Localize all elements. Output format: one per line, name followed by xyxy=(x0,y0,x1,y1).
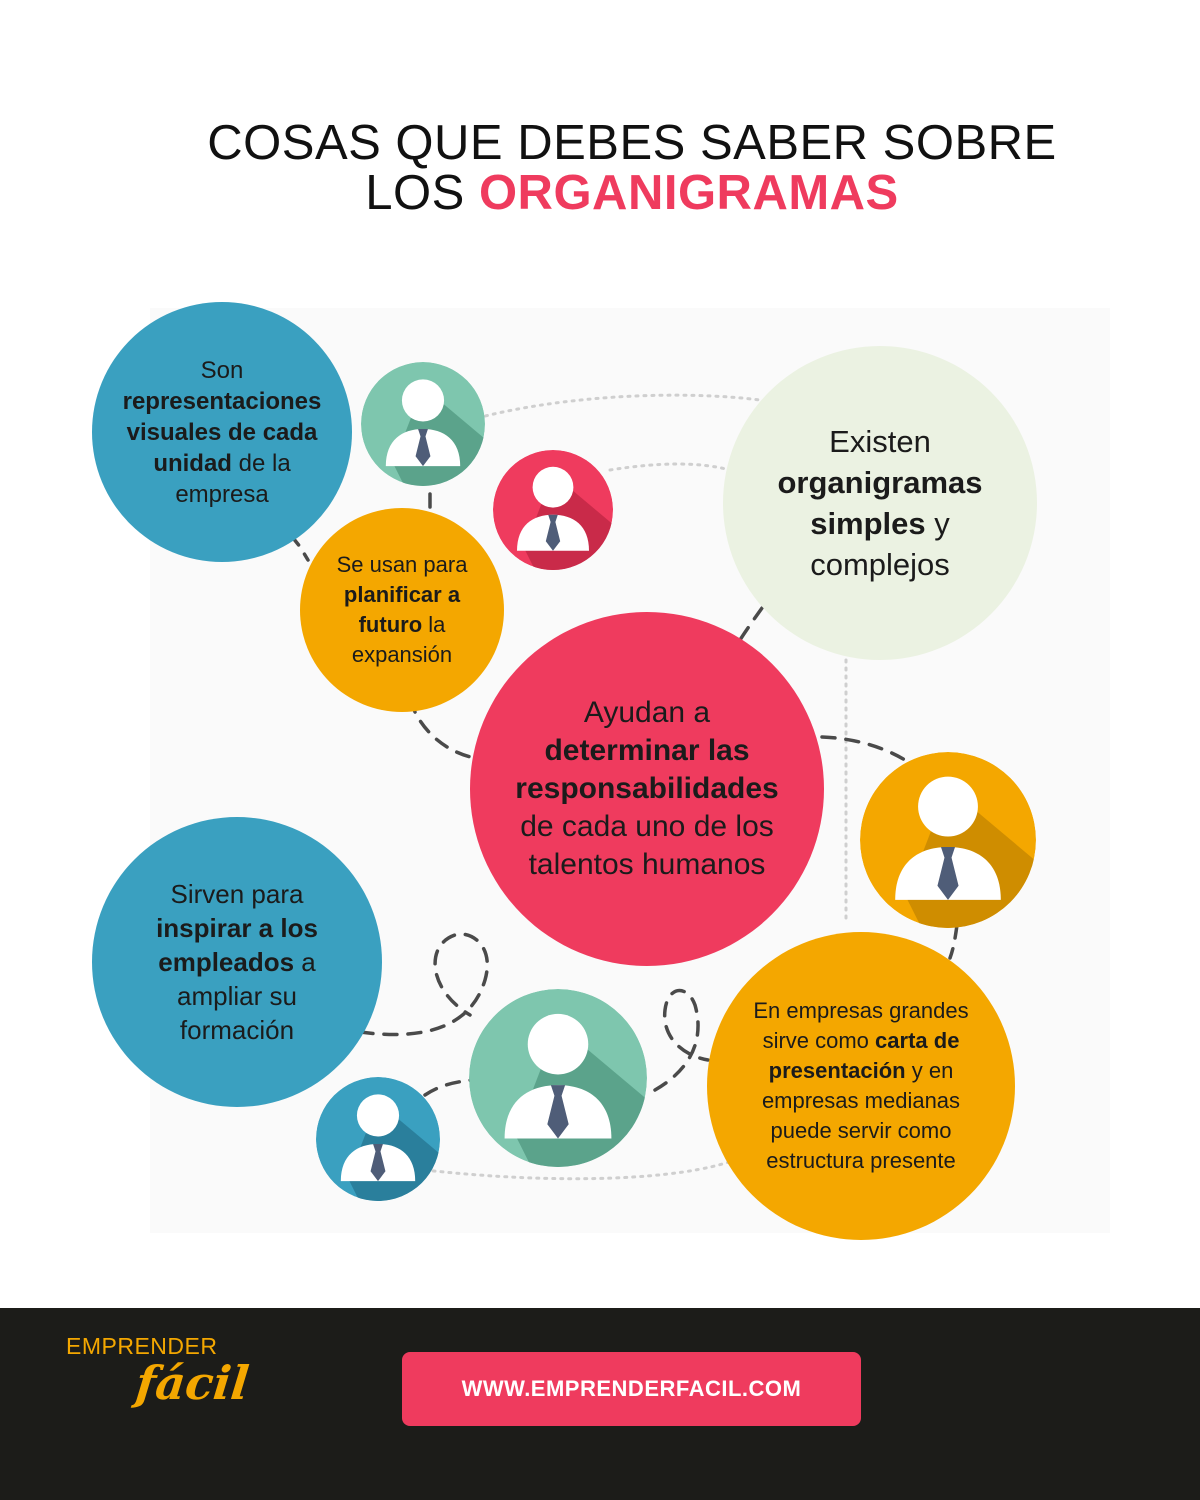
text-line: Sirven para xyxy=(170,879,304,909)
avatar-blue xyxy=(316,1077,440,1201)
text-line: Se usan para xyxy=(336,552,468,577)
bubble-inspirar: Sirven para inspirar a los empleados a a… xyxy=(92,817,382,1107)
dashed-connector-8 xyxy=(423,1078,474,1097)
person-with-tie-icon xyxy=(361,362,485,486)
dashed-connector-5 xyxy=(820,735,907,762)
text-line: empresas medianas xyxy=(761,1088,961,1113)
text-line-bold: responsabilidades xyxy=(515,772,779,805)
logo-wordmark-top: EMPRENDER xyxy=(66,1333,218,1359)
text-line: estructura presente xyxy=(766,1148,956,1173)
dotted-connector-bottom xyxy=(423,1158,737,1181)
text-plain: sirve como xyxy=(762,1028,876,1053)
dashed-connector-4 xyxy=(738,606,764,642)
text-line: expansión xyxy=(351,642,453,667)
avatar-orange-right xyxy=(860,752,1036,928)
text-line: puede servir como xyxy=(770,1118,952,1143)
text-line: formación xyxy=(179,1015,295,1045)
text-plain: y xyxy=(925,506,950,541)
avatar-pink xyxy=(493,450,613,570)
text-line: simples y xyxy=(810,503,950,544)
dotted-connector-middle xyxy=(608,462,732,472)
text-line: Ayudan a xyxy=(583,696,711,729)
dashed-connector-7 xyxy=(358,932,489,1037)
avatar-teal-bottom xyxy=(469,989,647,1167)
bubble-representaciones: Son representaciones visuales de cada un… xyxy=(92,302,352,562)
text-line: de cada uno de los xyxy=(520,810,774,843)
text-bold: simples xyxy=(810,506,926,541)
text-bold: empleados xyxy=(158,947,295,977)
logo-wordmark-bottom: fácil xyxy=(133,1356,252,1410)
text-bold: unidad xyxy=(153,449,232,477)
dotted-connector-top xyxy=(468,393,762,422)
text-line: empresa xyxy=(175,480,269,508)
text-line: sirve como carta de xyxy=(763,1026,960,1056)
text-line: Existen xyxy=(829,424,931,459)
text-bold: futuro xyxy=(358,612,423,637)
text-bold: carta de xyxy=(875,1028,960,1053)
person-with-tie-icon xyxy=(316,1077,440,1201)
text-line-bold: organigramas xyxy=(777,465,983,500)
text-line-bold: inspirar a los xyxy=(156,913,318,943)
title-highlight: ORGANIGRAMAS xyxy=(478,166,899,220)
text-line: ampliar su xyxy=(177,981,297,1011)
text-line-bold: visuales de cada xyxy=(126,418,318,446)
person-with-tie-icon xyxy=(469,989,647,1167)
text-plain: a xyxy=(294,947,316,977)
title-line-1: COSAS QUE DEBES SABER SOBRE xyxy=(207,116,1057,170)
text-plain: y en xyxy=(905,1058,954,1083)
text-line: Son xyxy=(200,356,244,384)
bubble-carta: En empresas grandes sirve como carta de … xyxy=(707,932,1015,1240)
title-line-2: LOS ORGANIGRAMAS xyxy=(0,168,1200,218)
avatar-teal-top xyxy=(361,362,485,486)
text-line: futuro la xyxy=(359,610,446,640)
text-line-bold: determinar las xyxy=(544,734,750,767)
person-with-tie-icon xyxy=(493,450,613,570)
bubble-planificar: Se usan para planificar a futuro la expa… xyxy=(300,508,504,712)
text-line: talentos humanos xyxy=(528,848,766,881)
dashed-connector-9 xyxy=(653,988,710,1092)
text-line: presentación y en xyxy=(769,1056,954,1086)
page-title: COSAS QUE DEBES SABER SOBRE LOS ORGANIGR… xyxy=(0,118,1200,218)
brand-logo[interactable]: EMPRENDER fácil xyxy=(66,1333,251,1423)
text-bold: presentación xyxy=(768,1058,906,1083)
text-line: empleados a xyxy=(158,945,316,979)
text-line: unidad de la xyxy=(153,448,290,479)
text-line: complejos xyxy=(810,547,950,582)
text-line: En empresas grandes xyxy=(753,998,969,1023)
text-line-bold: representaciones xyxy=(122,387,322,415)
bubble-responsabilidades: Ayudan a determinar las responsabilidade… xyxy=(470,612,824,966)
text-plain: la xyxy=(422,612,446,637)
text-plain: de la xyxy=(231,449,291,477)
title-line-2-plain: LOS xyxy=(365,166,479,220)
person-with-tie-icon xyxy=(860,752,1036,928)
website-url-button[interactable]: WWW.EMPRENDERFACIL.COM xyxy=(402,1352,861,1426)
bubble-tipos: Existen organigramas simples y complejos xyxy=(723,346,1037,660)
dashed-connector-6 xyxy=(948,923,959,960)
text-line-bold: planificar a xyxy=(343,582,461,607)
